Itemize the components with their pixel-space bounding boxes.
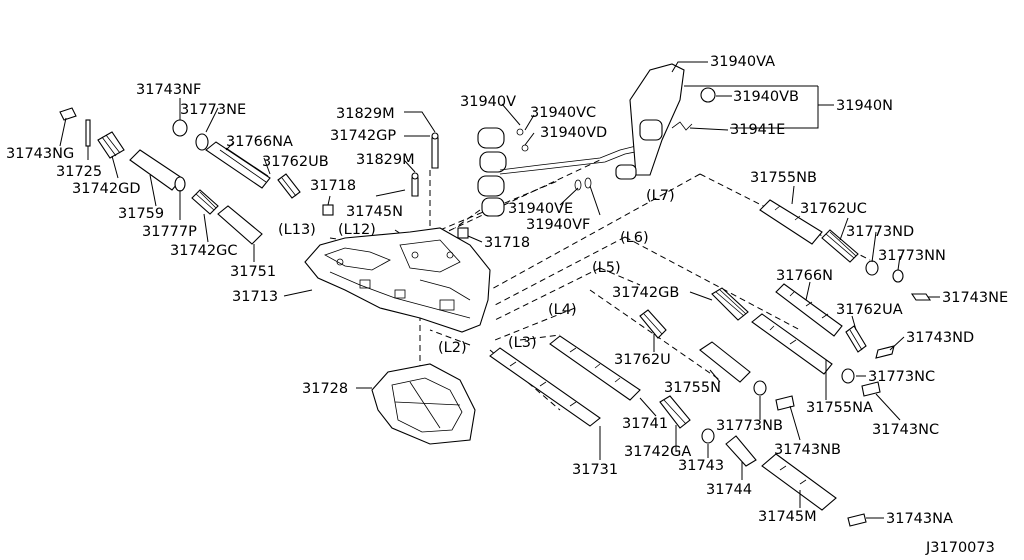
label-31762UB: 31762UB [262, 154, 329, 170]
label-31743ND: 31743ND [906, 330, 974, 346]
label-L6: (L6) [620, 230, 649, 246]
right-parts [489, 199, 932, 527]
label-31759: 31759 [118, 206, 164, 222]
label-L13: (L13) [278, 222, 316, 238]
label-31728: 31728 [302, 381, 348, 397]
label-31940N: 31940N [836, 98, 893, 114]
label-31743NE: 31743NE [942, 290, 1008, 306]
label-31829M-lower: 31829M [356, 152, 415, 168]
label-31773NC: 31773NC [868, 369, 935, 385]
label-L12: (L12) [338, 222, 376, 238]
label-31743NA: 31743NA [886, 511, 953, 527]
label-31718-left: 31718 [310, 178, 356, 194]
label-31940VC: 31940VC [530, 105, 596, 121]
label-31742GC: 31742GC [170, 243, 238, 259]
label-31742GP: 31742GP [330, 128, 396, 144]
label-31777P: 31777P [142, 224, 197, 240]
label-31751: 31751 [230, 264, 276, 280]
label-31745M: 31745M [758, 509, 817, 525]
label-31743NF: 31743NF [136, 82, 201, 98]
label-31773NN: 31773NN [878, 248, 946, 264]
left-parts [59, 107, 469, 245]
label-31755NA: 31755NA [806, 400, 873, 416]
label-31762U: 31762U [614, 352, 671, 368]
label-31745N: 31745N [346, 204, 403, 220]
solenoid-assembly [477, 63, 716, 217]
label-31773NB: 31773NB [716, 418, 783, 434]
label-31762UC: 31762UC [800, 201, 867, 217]
label-31940VB: 31940VB [733, 89, 799, 105]
separator-plate [371, 363, 476, 445]
label-31766N: 31766N [776, 268, 833, 284]
label-31940VD: 31940VD [540, 125, 607, 141]
label-31718-right: 31718 [484, 235, 530, 251]
label-31731: 31731 [572, 462, 618, 478]
label-L2: (L2) [438, 340, 467, 356]
label-31744: 31744 [706, 482, 752, 498]
label-L5: (L5) [592, 260, 621, 276]
valve-body [304, 227, 491, 333]
label-L7: (L7) [646, 188, 675, 204]
label-31940VF: 31940VF [526, 217, 590, 233]
part-labels: 31940VA 31940VB 31940N 31940V 31940VC 31… [6, 54, 1008, 556]
label-31940VA: 31940VA [710, 54, 775, 70]
label-31743NG: 31743NG [6, 146, 74, 162]
label-31940V: 31940V [460, 94, 516, 110]
label-31742GA: 31742GA [624, 444, 691, 460]
label-31762UA: 31762UA [836, 302, 903, 318]
label-31741: 31741 [622, 416, 668, 432]
label-31755N: 31755N [664, 380, 721, 396]
label-31713: 31713 [232, 289, 278, 305]
label-31773NE: 31773NE [180, 102, 246, 118]
figure-id: J3170073 [925, 540, 995, 556]
label-31725: 31725 [56, 164, 102, 180]
label-31829M-upper: 31829M [336, 106, 395, 122]
label-L3: (L3) [508, 335, 537, 351]
label-31742GB: 31742GB [612, 285, 679, 301]
leader-lines [59, 61, 940, 519]
label-31773ND: 31773ND [846, 224, 914, 240]
label-31743: 31743 [678, 458, 724, 474]
label-31743NC: 31743NC [872, 422, 939, 438]
label-31766NA: 31766NA [226, 134, 293, 150]
label-31742GD: 31742GD [72, 181, 141, 197]
label-L4: (L4) [548, 302, 577, 318]
label-31940VE: 31940VE [508, 201, 573, 217]
label-31941E: 31941E [730, 122, 785, 138]
label-31743NB: 31743NB [774, 442, 841, 458]
label-31755NB: 31755NB [750, 170, 817, 186]
